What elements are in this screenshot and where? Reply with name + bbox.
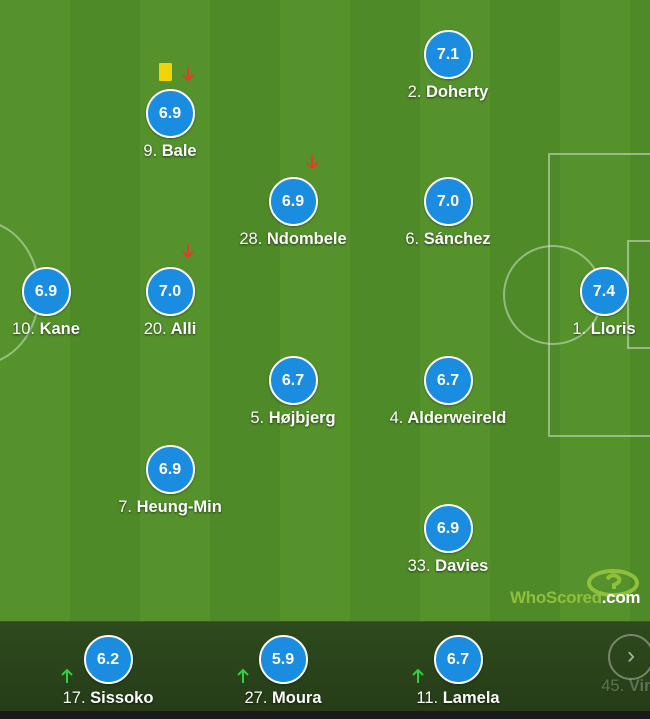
player-hojbjerg[interactable]: 6.7 5. Højbjerg <box>203 356 383 428</box>
player-name: 4. Alderweireld <box>389 409 507 427</box>
rating-bubble: 7.1 <box>423 30 473 79</box>
player-name: 33. Davies <box>407 557 489 575</box>
yellow-card-icon <box>159 63 172 81</box>
player-name: 20. Alli <box>143 320 197 338</box>
sub-player-vini[interactable]: 45. Vini <box>540 672 650 696</box>
footer-strip <box>0 711 650 719</box>
player-name: 5. Højbjerg <box>250 409 336 427</box>
player-name: 10. Kane <box>12 320 80 338</box>
rating-bubble: 7.0 <box>423 177 473 226</box>
player-name: 2. Doherty <box>407 83 489 101</box>
player-name: 27. Moura <box>244 689 322 707</box>
player-name: 17. Sissoko <box>62 689 154 707</box>
sub-on-arrow-icon <box>412 668 424 683</box>
rating-bubble: 6.9 <box>21 267 71 316</box>
player-name: 7. Heung-Min <box>118 498 222 516</box>
player-sanchez[interactable]: 7.0 6. Sánchez <box>358 177 538 249</box>
player-name: 28. Ndombele <box>239 230 347 248</box>
sub-player-sissoko[interactable]: 6.2 17. Sissoko <box>18 635 198 708</box>
sub-on-arrow-icon <box>237 668 249 683</box>
player-ndombele[interactable]: 6.9 28. Ndombele <box>203 177 383 249</box>
player-alderweireld[interactable]: 6.7 4. Alderweireld <box>358 356 538 428</box>
pitch: 7.1 2. Doherty 6.9 9. Bale 6.9 28. Ndomb… <box>0 0 650 621</box>
player-name: 11. Lamela <box>416 689 500 707</box>
rating-bubble: 7.4 <box>579 267 629 316</box>
player-name: 6. Sánchez <box>405 230 491 248</box>
rating-bubble: 6.9 <box>423 504 473 553</box>
rating-bubble: 6.7 <box>268 356 318 405</box>
rating-bubble: 6.7 <box>423 356 473 405</box>
player-kane[interactable]: 6.9 10. Kane <box>0 267 136 339</box>
rating-bubble: 6.9 <box>145 89 195 138</box>
sub-player-moura[interactable]: 5.9 27. Moura <box>193 635 373 708</box>
player-davies[interactable]: 6.9 33. Davies <box>358 504 538 576</box>
chevron-right-icon[interactable]: › <box>608 634 650 680</box>
player-alli[interactable]: 7.0 20. Alli <box>80 267 260 339</box>
player-lloris[interactable]: 7.4 1. Lloris <box>514 267 650 339</box>
whoscored-logo: WhoScored.com <box>510 588 641 607</box>
player-doherty[interactable]: 7.1 2. Doherty <box>358 30 538 102</box>
rating-bubble: 6.9 <box>268 177 318 226</box>
sub-on-arrow-icon <box>61 668 73 683</box>
substitutes-bar: 6.2 17. Sissoko 5.9 27. Moura 6.7 11. La… <box>0 621 650 712</box>
player-name: 1. Lloris <box>572 320 636 338</box>
rating-bubble: 5.9 <box>258 635 308 684</box>
sub-player-lamela[interactable]: 6.7 11. Lamela <box>368 635 548 708</box>
sub-off-arrow-icon <box>182 244 194 259</box>
player-heung-min[interactable]: 6.9 7. Heung-Min <box>80 445 260 517</box>
whoscored-logo-icon <box>587 569 639 597</box>
rating-bubble: 6.2 <box>83 635 133 684</box>
player-name: 45. Vini <box>601 677 650 695</box>
rating-bubble: 7.0 <box>145 267 195 316</box>
sub-off-arrow-icon <box>182 67 194 82</box>
rating-bubble: 6.7 <box>433 635 483 684</box>
player-bale[interactable]: 6.9 9. Bale <box>80 89 260 161</box>
player-name: 9. Bale <box>143 142 197 160</box>
sub-off-arrow-icon <box>306 155 318 170</box>
rating-bubble: 6.9 <box>145 445 195 494</box>
